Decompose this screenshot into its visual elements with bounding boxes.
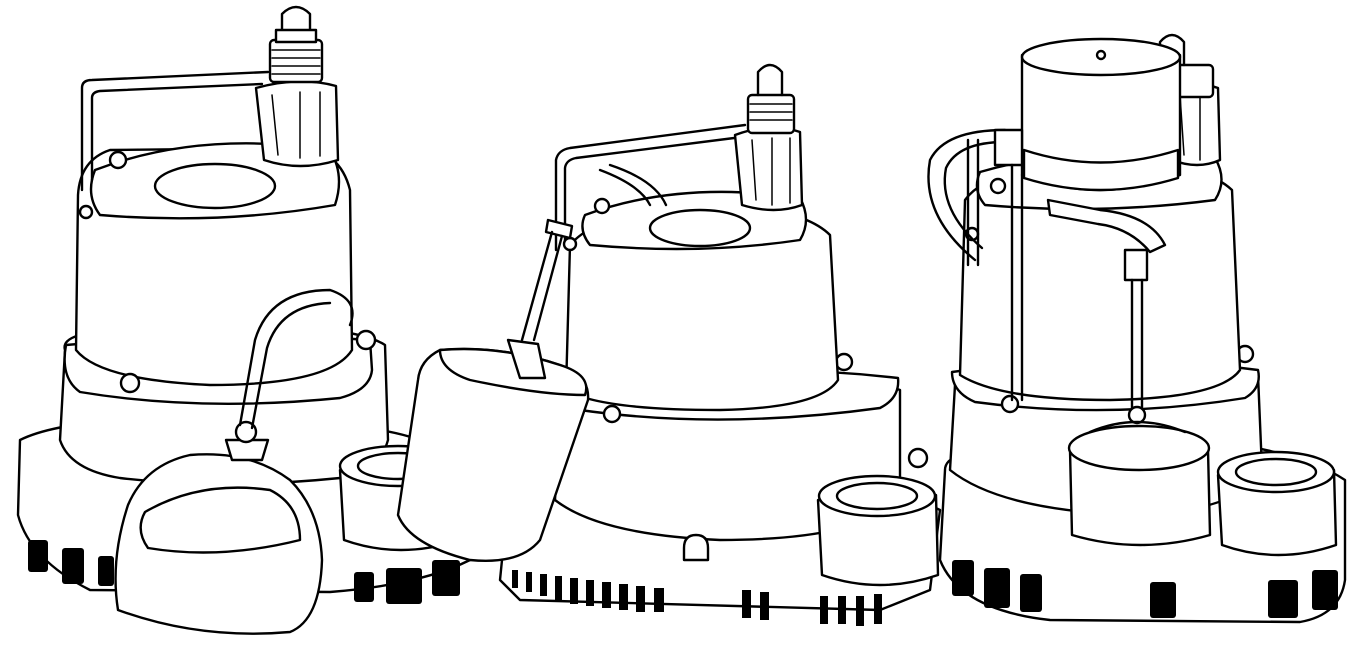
base-vents-left [28,540,460,604]
base-vents-center [512,570,882,626]
pump-center [396,63,942,626]
pump-left [16,5,472,635]
pump-right [907,33,1347,624]
base-vents-right [952,560,1338,618]
